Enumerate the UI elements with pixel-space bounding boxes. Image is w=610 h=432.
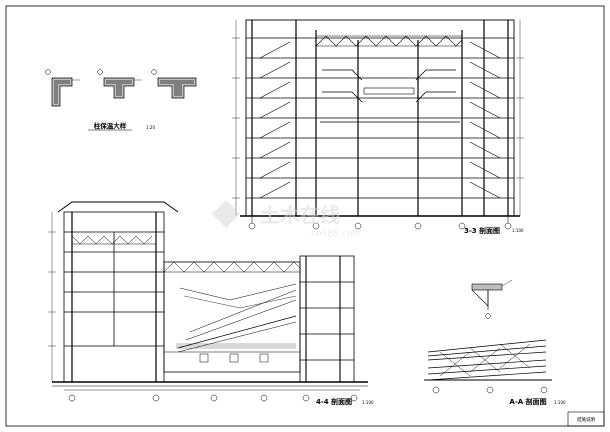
title-block-stamp: 结施说明	[577, 416, 595, 423]
bracket-detail	[471, 279, 513, 319]
section-4-4-right-block	[299, 255, 355, 383]
column-detail-3	[151, 69, 197, 99]
section-3-3-columns	[251, 20, 509, 216]
column-detail-scale: 1:20	[146, 125, 155, 130]
section-3-3-floors	[246, 37, 514, 199]
section-3-3	[232, 19, 524, 230]
watermark-logo-icon	[212, 200, 240, 228]
section-3-3-balconies	[320, 69, 460, 123]
watermark-url: co188.com	[311, 229, 361, 239]
section-4-4-dimension-left	[48, 212, 56, 382]
section-4-4-axis-bubbles	[64, 389, 360, 402]
sheet-border	[5, 5, 605, 427]
section-4-4	[48, 201, 368, 402]
column-detail-2	[97, 69, 142, 99]
section-a-a	[424, 339, 552, 394]
column-insulation-details: 柱保温大样 1:20	[45, 69, 197, 131]
section-a-a-axis-bubbles	[432, 386, 548, 394]
column-detail-1	[45, 69, 80, 107]
section-3-3-truss	[315, 35, 463, 47]
section-4-4-scale: 1:100	[362, 400, 374, 405]
section-a-a-ramps	[427, 339, 547, 381]
column-detail-title: 柱保温大样	[94, 121, 127, 130]
section-3-3-axis-bubbles	[248, 216, 512, 230]
watermark-text: 土木在线	[260, 203, 340, 227]
section-3-3-scale: 1:100	[512, 228, 524, 233]
section-4-4-title: 4-4 剖面图	[316, 397, 352, 406]
section-a-a-diagonals	[439, 343, 531, 377]
watermark: 土木在线 co188.com	[212, 200, 361, 239]
section-3-3-title: 3-3 剖面图	[464, 226, 500, 235]
section-4-4-hall	[163, 261, 301, 373]
section-4-4-tower	[57, 201, 179, 383]
section-4-4-seating-hatch	[176, 343, 296, 349]
section-a-a-title: A-A 剖面图	[509, 397, 546, 406]
title-block-frame	[567, 411, 605, 427]
section-3-3-stairs-left	[259, 41, 291, 199]
section-3-3-dimension-right	[516, 20, 524, 216]
section-a-a-scale: 1:100	[554, 400, 566, 405]
section-3-3-stairs-right	[469, 41, 501, 199]
section-3-3-dimension-left	[232, 20, 240, 216]
